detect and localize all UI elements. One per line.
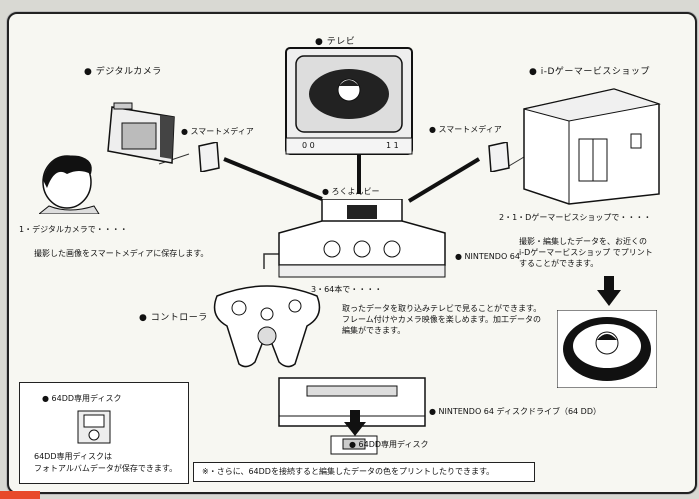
accent-strip <box>0 491 40 499</box>
dedicated-disk-caption-1: 64DD専用ディスクは <box>34 452 112 461</box>
n64-side-label: ● NINTENDO 64 <box>455 252 520 261</box>
controller-label: ● コントローラ <box>139 313 208 323</box>
down-arrow-icon <box>597 276 621 310</box>
smart-media-left-icon <box>197 141 221 176</box>
shop-caption-4: することができます。 <box>519 259 599 268</box>
dedicated-disk-box: ● 64DD専用ディスク 64DD専用ディスクは フォトアルバムデータが保存でき… <box>19 382 189 484</box>
smart-media-right-label: ● スマートメディア <box>429 125 502 134</box>
digital-camera-icon <box>104 99 184 173</box>
camera-to-n64-line <box>223 157 323 201</box>
shop-caption-2: 撮影・編集したデータを、お近くの <box>519 237 647 246</box>
diagram-panel: ● テレビ 0 0 1 1 ● デジタルカメラ <box>7 12 697 494</box>
smart-media-left-label: ● スマートメディア <box>181 127 254 136</box>
disk-under-label: ● 64DD専用ディスク <box>349 440 429 449</box>
controller-caption-1: 取ったデータを取り込みテレビで見ることができます。 <box>342 304 542 313</box>
disk-down-arrow-icon <box>344 410 366 440</box>
tv-counter-right: 1 1 <box>386 141 399 150</box>
bottom-note: ※・さらに、64DDを接続すると編集したデータの色をプリントしたりできます。 <box>202 467 495 476</box>
dedicated-disk-caption-2: フォトアルバムデータが保存できます。 <box>34 464 178 473</box>
bottom-note-box: ※・さらに、64DDを接続すると編集したデータの色をプリントしたりできます。 <box>193 462 535 482</box>
camera-caption-2: 撮影した画像をスマートメディアに保存します。 <box>34 249 209 258</box>
n64-console-icon <box>277 198 447 283</box>
n64-top-label: ● ろくよんビー <box>322 187 380 196</box>
controller-caption-3: 編集ができます。 <box>342 326 406 335</box>
controller-icon <box>207 276 327 375</box>
controller-caption-2: フレーム付けやカメラ映像を楽しめます。加工データの <box>342 315 541 324</box>
shop-to-n64-line <box>407 157 481 203</box>
shop-caption-3: i-Dゲーマービスショップ でプリント <box>519 248 653 257</box>
camera-card-arrow <box>158 153 190 165</box>
tv-icon: 0 0 1 1 <box>284 46 414 156</box>
service-shop-label: ● i-Dゲーマービスショップ <box>529 67 650 77</box>
n64-caption: 3・64本で・・・・ <box>311 285 383 294</box>
printed-photo-icon <box>556 309 658 392</box>
service-shop-icon <box>519 79 669 213</box>
shop-caption-1: 2・1・Dゲーマービスショップで・・・・ <box>499 213 652 222</box>
smart-media-right-icon <box>487 141 511 176</box>
tv-counter-left: 0 0 <box>302 141 315 150</box>
disk-cartridge-icon <box>329 434 379 460</box>
digital-camera-label: ● デジタルカメラ <box>84 67 162 77</box>
person-icon <box>37 144 109 218</box>
dedicated-disk-icon <box>76 409 112 449</box>
tv-label: ● テレビ <box>315 37 356 47</box>
disk-drive-label: ● NINTENDO 64 ディスクドライブ（64 DD） <box>429 407 601 416</box>
camera-caption-1: 1・デジタルカメラで・・・・ <box>19 225 128 234</box>
dedicated-disk-title: ● 64DD専用ディスク <box>42 394 122 403</box>
